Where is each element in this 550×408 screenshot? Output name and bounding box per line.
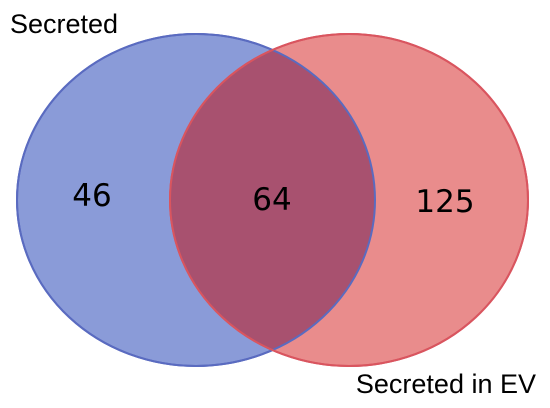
label-secreted: Secreted — [10, 9, 118, 39]
circle-secreted-outline — [16, 33, 376, 367]
count-both: 64 — [252, 182, 291, 218]
circle-secreted-in-ev-outline — [169, 33, 529, 367]
count-only-secreted: 46 — [72, 178, 111, 214]
count-only-secreted-in-ev: 125 — [415, 184, 474, 220]
overlap-region — [170, 34, 375, 366]
label-secreted-in-ev: Secreted in EV — [356, 369, 536, 399]
